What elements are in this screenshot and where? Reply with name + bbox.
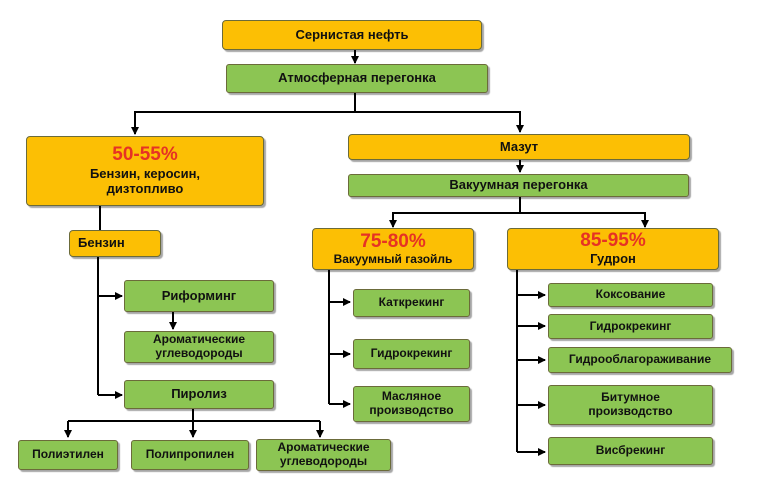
light-fractions-label: Бензин, керосин, дизтопливо [89, 166, 201, 196]
connector [520, 212, 649, 228]
gasoil-hydrocracking-label: Гидрокрекинг [370, 346, 453, 361]
visbreaking-box: Висбрекинг [548, 437, 713, 465]
polyethylene-box: Полиэтилен [18, 440, 118, 470]
tar-hydrocracking-label: Гидрокрекинг [589, 318, 672, 333]
light-fractions-box: 50-55% Бензин, керосин, дизтопливо [26, 136, 264, 206]
atmospheric-distillation-box: Атмосферная перегонка [226, 64, 488, 93]
tar-percent: 85-95% [580, 230, 646, 252]
polyethylene-label: Полиэтилен [32, 447, 104, 462]
aromatics-label: Ароматические углеводороды [152, 332, 246, 360]
hydrotreating-box: Гидрооблагораживание [548, 347, 732, 373]
mazut-label: Мазут [499, 138, 539, 154]
reforming-label: Риформинг [161, 287, 237, 303]
oil-production-label: Масляное производство [369, 389, 454, 417]
connector [131, 93, 356, 135]
vacuum-gasoil-percent: 75-80% [360, 230, 426, 252]
gasoline-label: Бензин [78, 235, 125, 251]
tar-label: Гудрон [590, 251, 636, 267]
light-fractions-percent: 50-55% [112, 144, 178, 166]
vacuum-distillation-box: Вакуумная перегонка [348, 174, 689, 197]
tar-hydrocracking-box: Гидрокрекинг [548, 314, 713, 339]
gasoline-box: Бензин [69, 230, 161, 257]
atmospheric-distillation-label: Атмосферная перегонка [278, 70, 436, 86]
pyrolysis-box: Пиролиз [124, 380, 274, 409]
visbreaking-label: Висбрекинг [595, 443, 666, 458]
vacuum-distillation-label: Вакуумная перегонка [449, 177, 588, 193]
aromatics-box: Ароматические углеводороды [124, 331, 274, 363]
hydrotreating-label: Гидрооблагораживание [568, 352, 712, 367]
coking-box: Коксование [548, 283, 713, 307]
coking-label: Коксование [595, 287, 666, 302]
polypropylene-box: Полипропилен [131, 440, 249, 470]
tar-box: 85-95% Гудрон [507, 228, 719, 270]
bitumen-production-box: Битумное производство [548, 385, 713, 425]
vacuum-gasoil-box: 75-80% Вакуумный газойль [312, 228, 474, 270]
mazut-box: Мазут [348, 134, 690, 160]
polypropylene-label: Полипропилен [145, 447, 235, 462]
sour-oil-label: Сернистая нефть [295, 26, 409, 42]
vacuum-gasoil-label: Вакуумный газойль [333, 251, 453, 266]
cat-cracking-box: Каткрекинг [353, 289, 470, 317]
pyrolysis-label: Пиролиз [171, 386, 227, 402]
connector [355, 111, 524, 133]
pyrolysis-aromatics-label: Ароматические углеводороды [277, 440, 370, 468]
sour-oil-box: Сернистая нефть [222, 20, 482, 50]
gasoil-hydrocracking-box: Гидрокрекинг [353, 339, 470, 369]
connector [389, 195, 521, 228]
cat-cracking-label: Каткрекинг [378, 295, 445, 310]
pyrolysis-aromatics-box: Ароматические углеводороды [256, 439, 391, 471]
oil-production-box: Масляное производство [353, 386, 470, 422]
reforming-box: Риформинг [124, 280, 274, 312]
connector [97, 256, 123, 300]
bitumen-production-label: Битумное производство [588, 390, 673, 418]
